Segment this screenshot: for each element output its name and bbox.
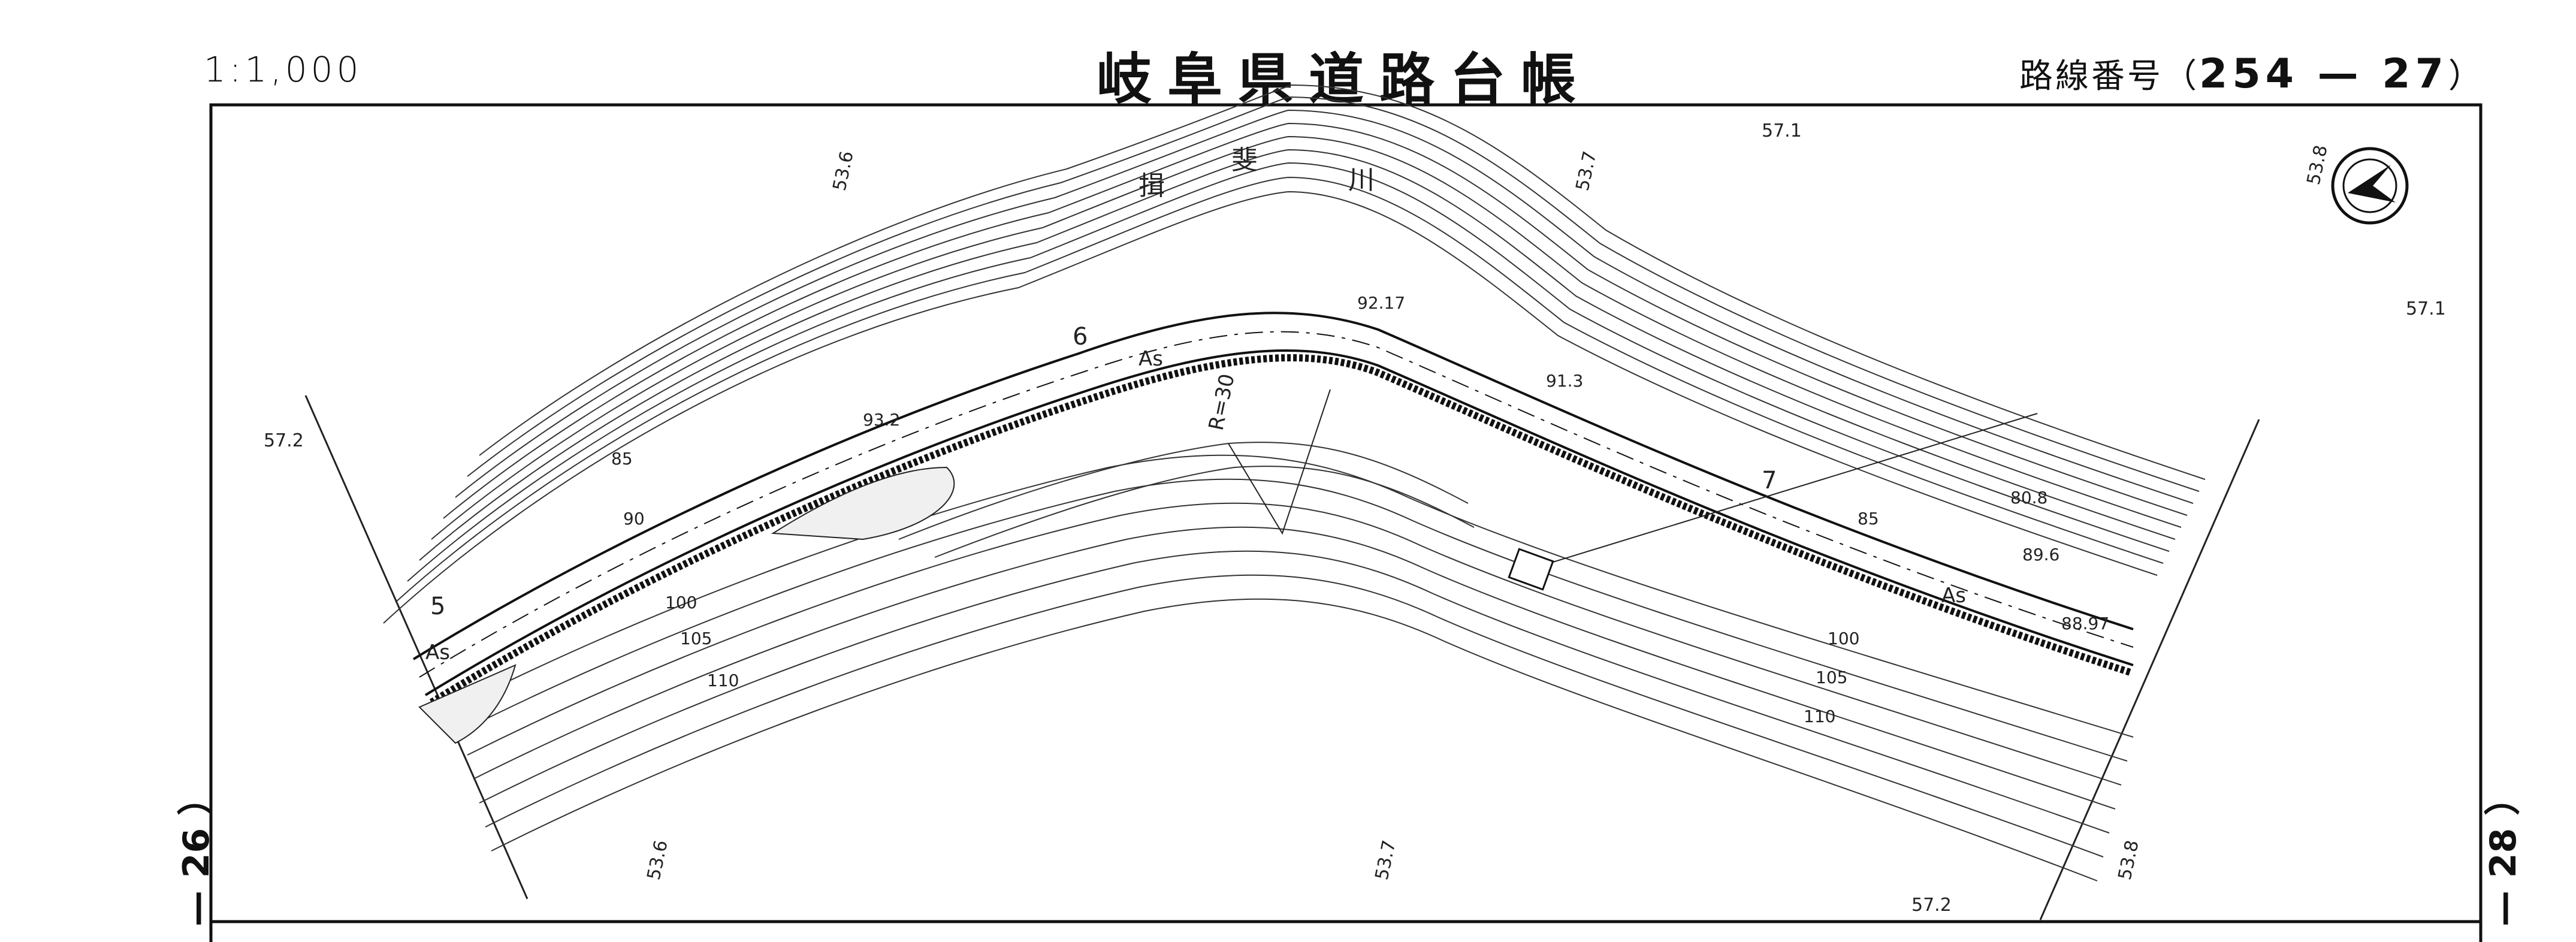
fill-area-left bbox=[418, 664, 517, 744]
station-label: 6 bbox=[1073, 323, 1088, 351]
river-char-2: 斐 bbox=[1231, 145, 1258, 176]
surface-label: As bbox=[425, 641, 450, 665]
grid-label: 57.2 bbox=[1911, 895, 1952, 916]
contour-label: 85 bbox=[1858, 509, 1879, 529]
station-label: 7 bbox=[1762, 467, 1777, 494]
route-suffix: ） bbox=[2448, 57, 2484, 96]
grid-label: 53.7 bbox=[1572, 149, 1601, 193]
elevation-label: 92.17 bbox=[1357, 293, 1405, 313]
north-arrow-icon bbox=[2331, 147, 2409, 225]
grid-label: 57.1 bbox=[1762, 120, 1802, 141]
contour-lines-upper bbox=[383, 84, 2206, 624]
elevation-label: 80.8 bbox=[2010, 488, 2047, 508]
grid-label: 53.6 bbox=[829, 149, 858, 193]
contour-label: 110 bbox=[707, 671, 739, 690]
map-scale: 1:1,000 bbox=[204, 49, 363, 90]
contour-label: 105 bbox=[680, 629, 712, 648]
elevation-label: 91.3 bbox=[1546, 371, 1583, 391]
road bbox=[412, 312, 2134, 706]
grid-label: 53.6 bbox=[644, 838, 672, 882]
previous-sheet-number: — 26 ） bbox=[176, 779, 218, 927]
elevation-label: 88.97 bbox=[2061, 614, 2109, 633]
next-sheet-number: — 28 ） bbox=[2483, 779, 2525, 927]
route-number: 254 — 27 bbox=[2199, 50, 2448, 98]
route-number-label: 路線番号（254 — 27） bbox=[2019, 49, 2484, 98]
elevation-label: 93.2 bbox=[863, 410, 900, 430]
contour-label: 100 bbox=[665, 593, 697, 612]
contour-label: 90 bbox=[623, 509, 645, 529]
river-char-3: 川 bbox=[1348, 165, 1375, 195]
structure-marker bbox=[1508, 548, 1554, 591]
fill-area bbox=[771, 466, 955, 541]
surface-label: As bbox=[1138, 347, 1163, 371]
map-frame bbox=[209, 103, 2483, 942]
grid-label: 57.1 bbox=[2406, 298, 2446, 319]
contour-label: 100 bbox=[1828, 629, 1859, 648]
grid-label: 53.8 bbox=[2303, 143, 2332, 187]
route-prefix: 路線番号（ bbox=[2019, 57, 2199, 96]
contour-label: 110 bbox=[1804, 707, 1835, 726]
grid-label: 53.7 bbox=[1372, 838, 1400, 882]
station-label: 5 bbox=[430, 593, 445, 620]
sheet-boundary-right bbox=[2039, 419, 2260, 920]
elevation-label: 89.6 bbox=[2022, 545, 2059, 564]
surface-label: As bbox=[1941, 584, 1966, 608]
grid-label: 57.2 bbox=[264, 430, 304, 451]
contour-label: 85 bbox=[611, 449, 633, 469]
river-char-1: 揖 bbox=[1138, 171, 1165, 201]
survey-lines bbox=[1228, 389, 2038, 576]
sheet-boundary-left bbox=[304, 395, 529, 899]
curve-radius-label: R=30 bbox=[1204, 372, 1240, 433]
grid-label: 53.8 bbox=[2115, 838, 2143, 882]
contour-lines-lower bbox=[455, 442, 2134, 881]
contour-label: 105 bbox=[1816, 668, 1847, 687]
